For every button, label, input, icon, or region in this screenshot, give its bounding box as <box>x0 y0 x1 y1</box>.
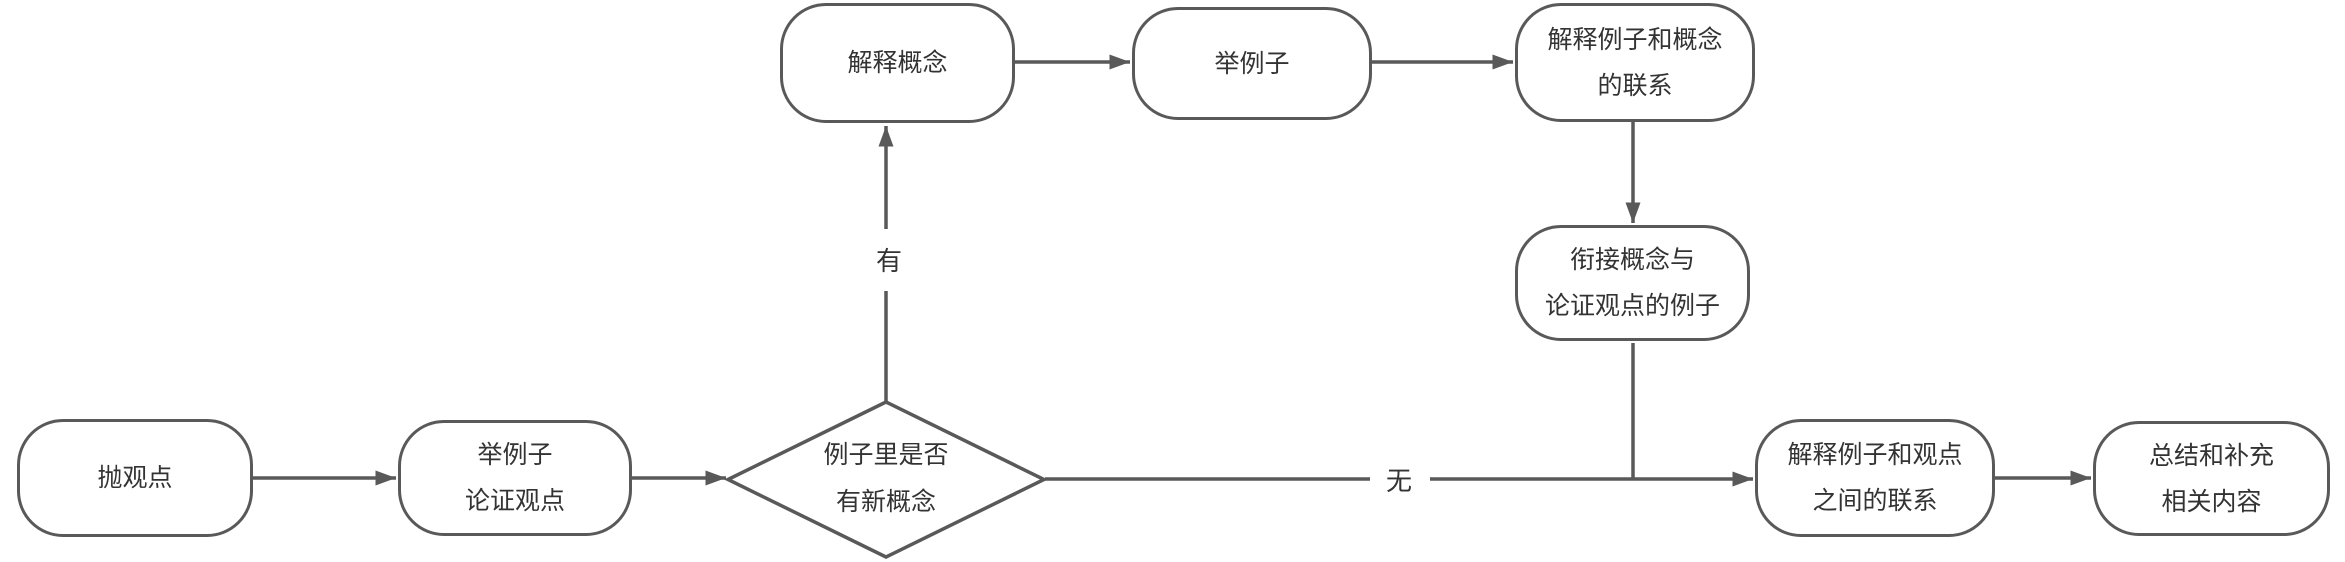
node-bridge-concept-example: 衔接概念与 论证观点的例子 <box>1515 225 1750 341</box>
edge-label-no-new-concept: 无 <box>1385 466 1413 496</box>
decision-diamond-shape <box>724 400 1048 559</box>
decision-diamond-label: 例子里是否 有新概念 <box>823 441 949 516</box>
node-explain-concept: 解释概念 <box>780 3 1015 123</box>
node-start: 抛观点 <box>17 419 253 537</box>
node-explain-example-concept: 解释例子和概念 的联系 <box>1515 3 1755 122</box>
edge-label-has-new-concept: 有 <box>875 246 903 276</box>
node-explain-example-viewpoint: 解释例子和观点 之间的联系 <box>1755 419 1995 537</box>
node-give-example: 举例子 <box>1132 7 1372 120</box>
node-example-argue: 举例子 论证观点 <box>398 420 632 536</box>
node-summary: 总结和补充 相关内容 <box>2093 421 2330 536</box>
